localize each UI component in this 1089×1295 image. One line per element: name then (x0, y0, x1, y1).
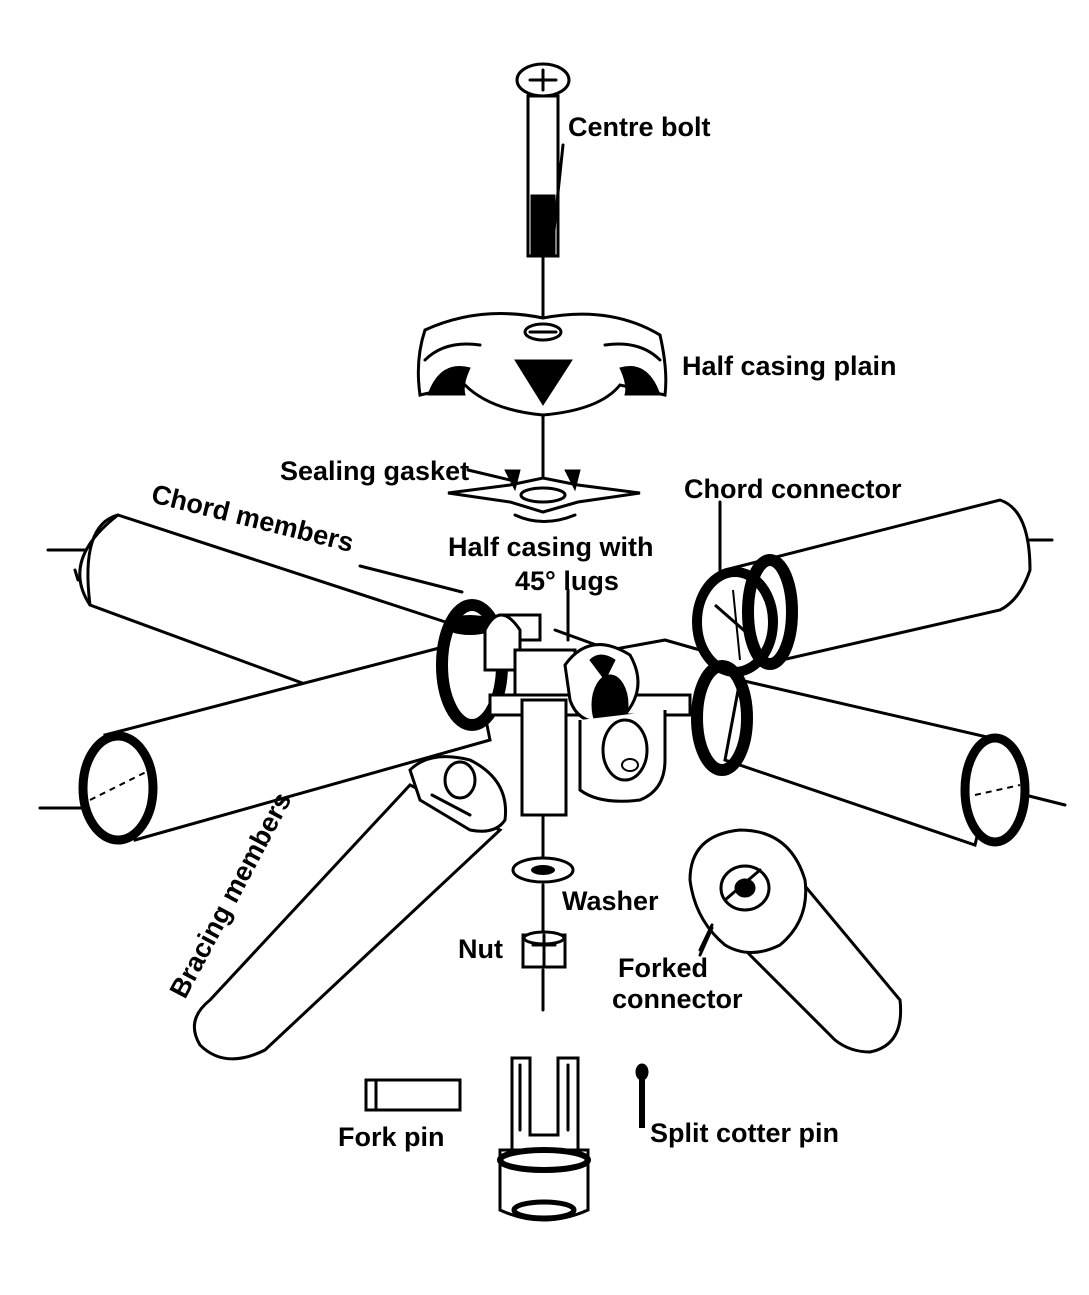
centre-bolt (515, 62, 571, 258)
fork-end (497, 1056, 591, 1222)
label-forked-connector-line1: Forked (618, 953, 708, 983)
split-cotter-pin (635, 1063, 649, 1128)
label-centre-bolt: Centre bolt (568, 112, 711, 142)
label-half-casing-lugs-line2: 45° lugs (515, 566, 619, 596)
half-casing-plain (416, 312, 668, 417)
sealing-gasket (447, 469, 641, 523)
chord-member-lower-right (691, 660, 1067, 847)
label-washer: Washer (562, 886, 659, 916)
label-fork-pin: Fork pin (338, 1122, 445, 1152)
nut (521, 930, 567, 969)
label-half-casing-lugs-line1: Half casing with (448, 532, 654, 562)
label-chord-connector: Chord connector (684, 474, 902, 504)
forked-connector (688, 828, 903, 1054)
label-nut: Nut (458, 934, 503, 964)
fork-pin (364, 1078, 462, 1112)
washer (511, 856, 575, 884)
label-split-cotter-pin: Split cotter pin (650, 1118, 839, 1148)
chord-member-upper-right (692, 498, 1054, 677)
half-casing-with-lugs (483, 588, 702, 817)
bracing-member-left (192, 755, 508, 1061)
label-forked-connector-line2: connector (612, 984, 743, 1014)
label-sealing-gasket: Sealing gasket (280, 456, 469, 486)
leader-lines (358, 468, 722, 957)
label-half-casing-plain: Half casing plain (682, 351, 897, 381)
